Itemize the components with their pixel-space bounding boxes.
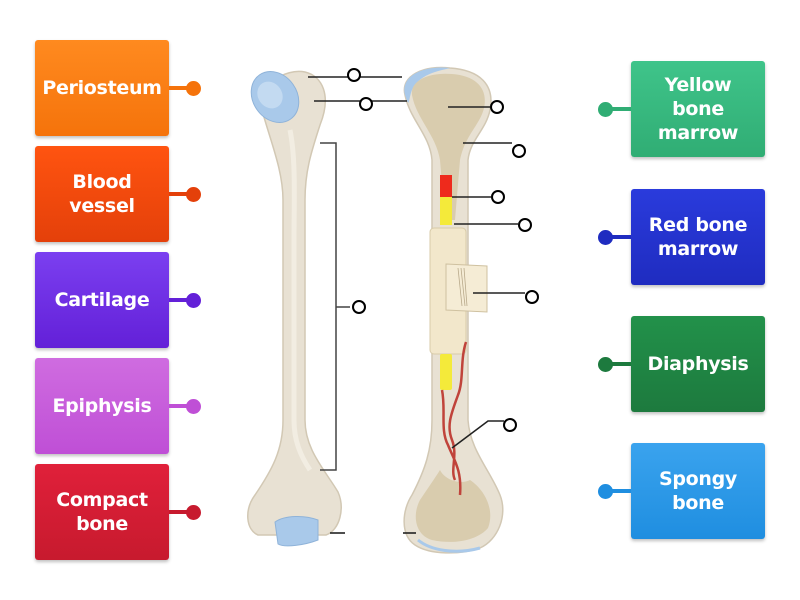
label-connector [169,404,189,408]
label-pin-icon[interactable] [186,186,201,202]
blood-vessel-path [440,341,468,496]
spongy-bone-top [411,73,485,220]
cartilage-bottom-section [417,538,481,553]
label-card-text: Compact bone [56,489,148,535]
diaphysis-bracket [320,142,350,471]
label-card-text: Cartilage [54,289,150,311]
label-card-epiphysis[interactable]: Epiphysis [35,358,169,454]
drop-target-7[interactable] [352,300,366,314]
articular-cartilage-bottom [274,516,319,547]
leader-line-8 [451,420,504,449]
label-pin-icon[interactable] [186,504,201,520]
red-marrow-region [440,175,452,197]
cartilage-cap [404,67,450,103]
label-pin-icon[interactable] [598,101,613,117]
label-connector [169,298,189,302]
label-connector [169,192,189,196]
drop-target-3[interactable] [490,100,504,114]
label-card-text: Spongy bone [658,468,738,514]
bone-exterior-highlight [287,129,313,472]
label-card-blood-vessel[interactable]: Blood vessel [35,146,169,242]
drop-target-6[interactable] [518,218,532,232]
label-card-yellow-bone-marrow[interactable]: Yellow bone marrow [631,61,765,157]
label-card-text: Yellow bone marrow [657,74,739,144]
articular-cartilage-top-shine [257,81,283,109]
drop-target-9[interactable] [503,418,517,432]
drop-target-1[interactable] [347,68,361,82]
label-pin-icon[interactable] [186,80,201,96]
label-card-text: Diaphysis [647,353,749,375]
spongy-bone-bottom [415,470,491,542]
label-pin-icon[interactable] [598,229,613,245]
yellow-marrow-region [440,197,452,225]
periosteum-fibers [457,267,468,307]
label-card-text: Blood vessel [69,171,135,217]
label-card-compact-bone[interactable]: Compact bone [35,464,169,560]
label-card-periosteum[interactable]: Periosteum [35,40,169,136]
label-connector [611,489,631,493]
label-pin-icon[interactable] [598,356,613,372]
label-card-red-bone-marrow[interactable]: Red bone marrow [631,189,765,285]
drop-target-5[interactable] [491,190,505,204]
label-pin-icon[interactable] [186,292,201,308]
drop-target-4[interactable] [512,144,526,158]
label-card-text: Epiphysis [52,395,152,417]
drop-target-8[interactable] [525,290,539,304]
label-pin-icon[interactable] [186,398,201,414]
label-connector [169,86,189,90]
label-pin-icon[interactable] [598,483,613,499]
label-card-diaphysis[interactable]: Diaphysis [631,316,765,412]
label-connector [611,107,631,111]
label-card-text: Red bone marrow [648,214,748,260]
label-card-spongy-bone[interactable]: Spongy bone [631,443,765,539]
periosteum-flap [445,263,488,313]
label-connector [611,362,631,366]
yellow-marrow-lower [440,354,452,390]
drop-target-2[interactable] [359,97,373,111]
bone-exterior-view [247,70,342,547]
label-card-cartilage[interactable]: Cartilage [35,252,169,348]
label-card-text: Periosteum [42,77,162,99]
bone-section-view [403,66,504,554]
label-connector [169,510,189,514]
label-connector [611,235,631,239]
leader-lines [308,76,525,534]
